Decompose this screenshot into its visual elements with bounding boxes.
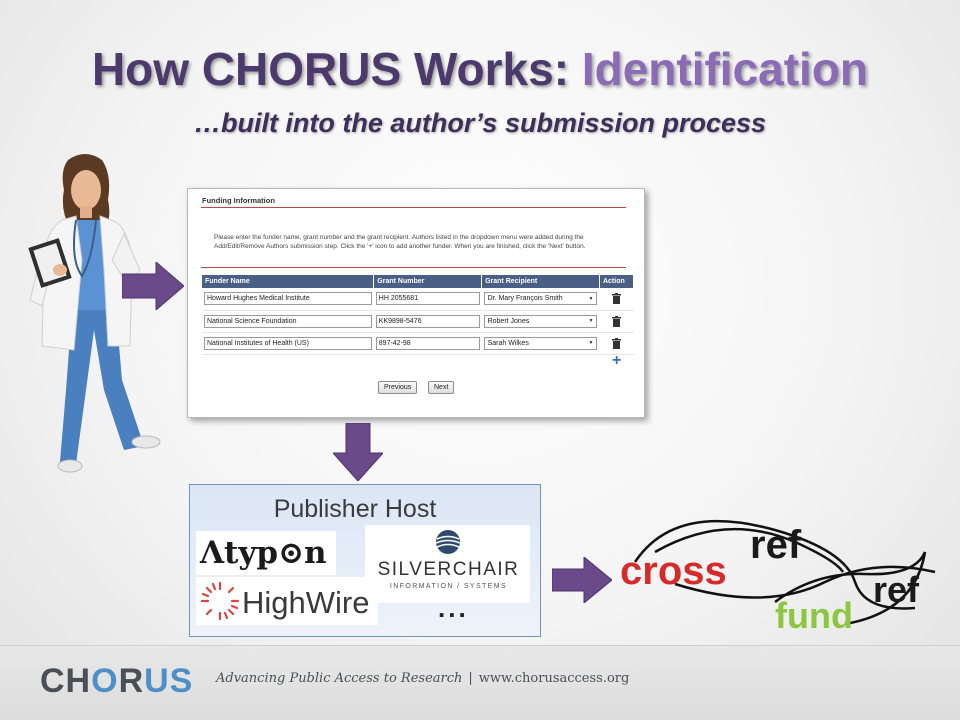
table-row: National Institutes of Health (US) 897-4… <box>202 332 634 355</box>
table-header-row: Funder Name Grant Number Grant Recipient… <box>202 275 635 288</box>
highwire-burst-icon <box>200 581 240 621</box>
silverchair-globe-icon <box>435 530 461 554</box>
funder-name-input[interactable]: National Science Foundation <box>204 314 372 328</box>
slide-title: How CHORUS Works: Identification <box>0 42 960 96</box>
trash-icon[interactable] <box>611 315 621 327</box>
trash-icon[interactable] <box>611 293 621 305</box>
column-header-recipient: Grant Recipient <box>481 275 600 288</box>
chevron-down-icon: ▼ <box>588 295 594 302</box>
grant-recipient-select[interactable]: Dr. Mary François Smith ▼ <box>483 292 598 306</box>
arrow-right-icon <box>122 262 184 310</box>
grant-recipient-select[interactable]: Sarah Wilkes ▼ <box>483 336 598 350</box>
publisher-host-box: Publisher Host Λtyp⊙n SILVERCHAIR INFORM… <box>189 484 541 637</box>
grant-recipient-value: Sarah Wilkes <box>487 339 529 347</box>
more-publishers-ellipsis: ... <box>438 593 469 623</box>
doctor-illustration <box>28 154 161 473</box>
grant-number-input[interactable]: 897-42-98 <box>375 336 480 350</box>
chevron-down-icon: ▼ <box>588 340 594 346</box>
chorus-logo-r: R <box>118 662 145 700</box>
atypon-logo-text: Λtyp⊙n <box>200 535 327 571</box>
chorus-logo: CHORUS <box>40 662 193 701</box>
funder-name-input[interactable]: National Institutes of Health (US) <box>204 336 372 350</box>
funding-form-screenshot: Funding Information Please enter the fun… <box>187 188 645 418</box>
trash-icon[interactable] <box>611 337 621 349</box>
column-header-funder: Funder Name <box>202 275 375 288</box>
slide-subtitle: …built into the author’s submission proc… <box>193 108 767 138</box>
silverchair-logo-subtext: INFORMATION / SYSTEMS <box>389 583 508 590</box>
form-section-title: Funding Information <box>202 196 275 205</box>
next-button[interactable]: Next <box>428 381 455 394</box>
footer-url-link[interactable]: www.chorusaccess.org <box>478 671 630 686</box>
chorus-logo-ch: CH <box>40 662 92 700</box>
grant-recipient-select[interactable]: Robert Jones ▼ <box>483 314 598 328</box>
grant-recipient-value: Dr. Mary François Smith <box>487 295 563 303</box>
funder-name-input[interactable]: Howard Hughes Medical Institute <box>204 292 372 306</box>
silverchair-logo: SILVERCHAIR INFORMATION / SYSTEMS <box>365 525 530 603</box>
crossref-ref-text: ref <box>750 523 802 567</box>
atypon-logo: Λtyp⊙n <box>196 531 336 575</box>
previous-button[interactable]: Previous <box>378 381 418 394</box>
grant-recipient-value: Robert Jones <box>487 317 530 325</box>
footer-bar <box>0 645 960 720</box>
chorus-logo-o: O <box>91 662 119 700</box>
silverchair-logo-text: SILVERCHAIR <box>377 559 520 580</box>
publisher-host-title: Publisher Host <box>273 495 437 523</box>
table-row: Howard Hughes Medical Institute HH 20556… <box>202 288 634 311</box>
grant-number-input[interactable]: HH 2055681 <box>375 292 480 306</box>
grant-number-input[interactable]: KK9898-5476 <box>375 314 480 328</box>
form-divider <box>201 207 626 208</box>
footer-text: Advancing Public Access to Research | www.… <box>216 671 629 686</box>
fundref-ref-text: ref <box>873 569 920 610</box>
fundref-fund-text: fund <box>775 595 853 636</box>
form-divider <box>201 267 626 268</box>
arrow-right-icon <box>552 557 612 603</box>
funding-table: Funder Name Grant Number Grant Recipient… <box>202 275 635 355</box>
footer-separator: | <box>468 671 473 686</box>
chevron-down-icon: ▼ <box>588 318 594 324</box>
title-part-2: Identification <box>581 43 869 95</box>
footer-tagline: Advancing Public Access to Research <box>216 671 463 686</box>
column-header-action: Action <box>599 275 635 288</box>
arrow-down-icon <box>333 423 383 481</box>
form-instructions: Please enter the funder name, grant numb… <box>214 234 586 250</box>
add-funder-icon[interactable]: + <box>612 352 622 369</box>
crossref-cross-text: cross <box>620 549 727 593</box>
table-row: National Science Foundation KK9898-5476 … <box>202 310 634 333</box>
chorus-logo-us: US <box>144 662 194 700</box>
highwire-logo: HighWire <box>196 577 378 625</box>
column-header-grant: Grant Number <box>373 275 483 288</box>
title-part-1: How CHORUS Works: <box>91 43 582 95</box>
highwire-logo-text: HighWire <box>242 585 370 620</box>
crossref-fundref-logo: cross ref fund ref <box>620 519 936 636</box>
